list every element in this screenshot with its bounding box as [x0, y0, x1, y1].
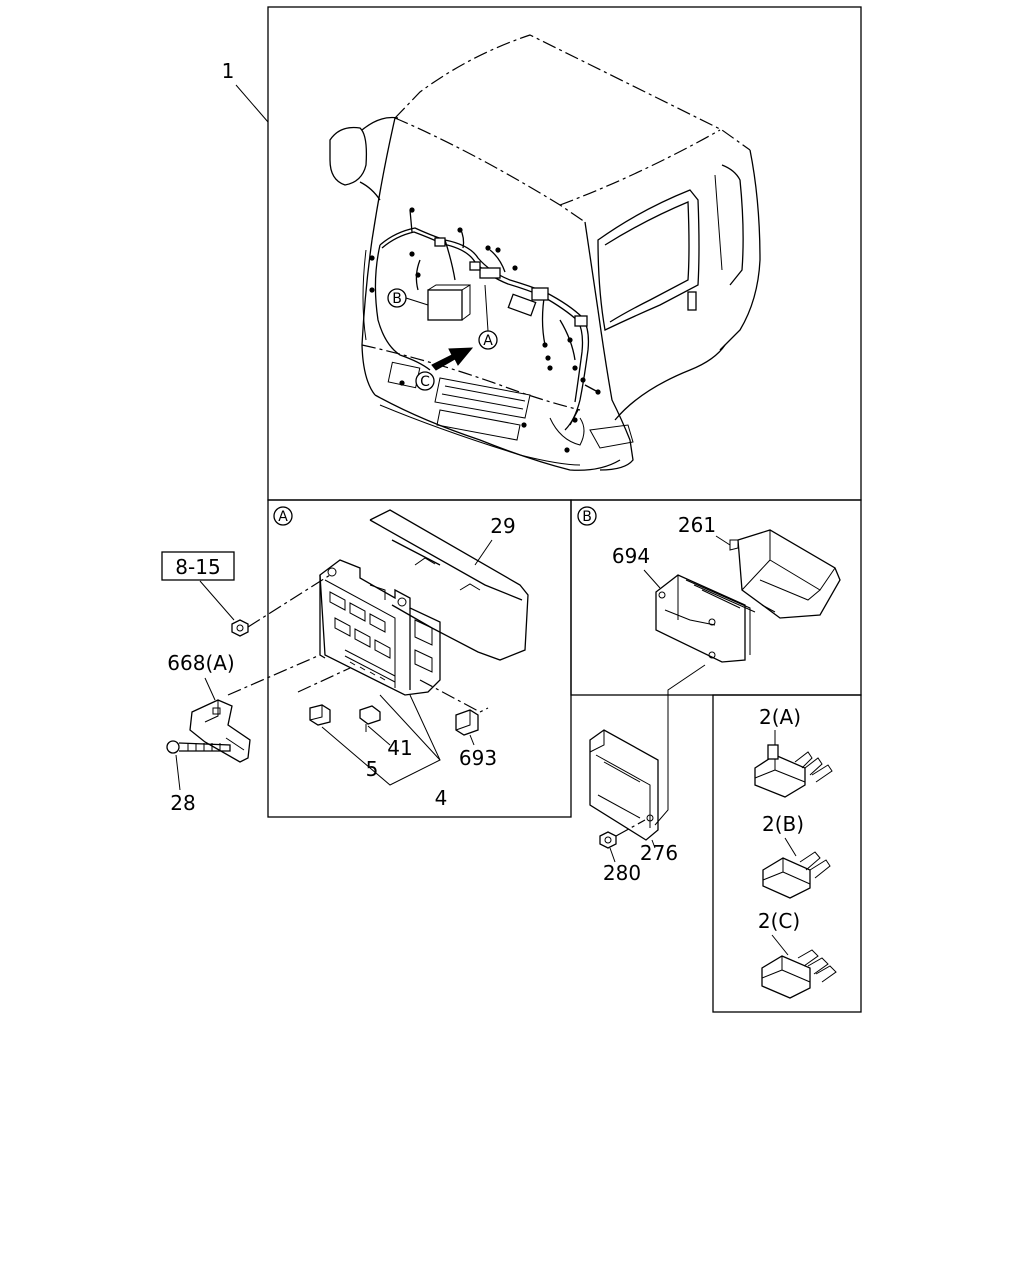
callout-a-detail: A — [273, 506, 293, 526]
nut — [231, 619, 249, 637]
callout-a-label: A — [483, 333, 493, 349]
part-label-276: 276 — [640, 841, 678, 865]
fuse-box — [319, 559, 441, 696]
wiring-harness — [369, 207, 601, 453]
relay-2b — [762, 851, 831, 899]
direction-arrow — [431, 347, 474, 371]
relay-panel — [712, 694, 862, 1013]
callout-b-label: B — [392, 291, 402, 307]
callout-c-label: C — [420, 374, 430, 390]
part-label-41: 41 — [387, 736, 412, 760]
callout-a-detail-label: A — [278, 509, 288, 525]
nut-280 — [599, 831, 617, 849]
part-label-668a: 668(A) — [167, 651, 234, 675]
part-label-693: 693 — [459, 746, 497, 770]
callout-b-detail: B — [577, 506, 597, 526]
reference-box-8-15: 8-15 — [161, 551, 235, 581]
bracket-668a — [189, 699, 251, 763]
ecu-box — [427, 289, 463, 321]
module-cover-261 — [729, 529, 841, 619]
relay-2c — [761, 949, 837, 999]
part-label-4: 4 — [435, 786, 448, 810]
part-label-280: 280 — [603, 861, 641, 885]
truck-cab-drawing — [329, 34, 761, 471]
part-label-2a: 2(A) — [759, 705, 801, 729]
part-label-29: 29 — [490, 514, 515, 538]
part-label-1: 1 — [222, 59, 235, 83]
control-module-694 — [655, 574, 756, 663]
part-label-2c: 2(C) — [758, 909, 800, 933]
relay-2a — [754, 744, 833, 798]
leader-1 — [235, 84, 269, 123]
reference-label: 8-15 — [175, 555, 220, 579]
fuse-5 — [309, 704, 331, 726]
panel-frames — [267, 6, 862, 1013]
fuse-box-cover — [369, 509, 529, 661]
fuse-41 — [359, 705, 381, 732]
callout-a-main: A — [478, 330, 498, 350]
part-label-2b: 2(B) — [762, 812, 804, 836]
bolt-28 — [166, 740, 231, 754]
relay-693 — [455, 709, 479, 736]
part-label-28: 28 — [170, 791, 195, 815]
part-label-261: 261 — [678, 513, 716, 537]
part-label-5: 5 — [366, 757, 379, 781]
ecu-276 — [589, 729, 659, 841]
callout-b-main: B — [387, 288, 407, 308]
callout-b-detail-label: B — [582, 509, 592, 525]
callout-c-main: C — [415, 371, 435, 391]
part-label-694: 694 — [612, 544, 650, 568]
main-cab-panel — [267, 6, 862, 501]
